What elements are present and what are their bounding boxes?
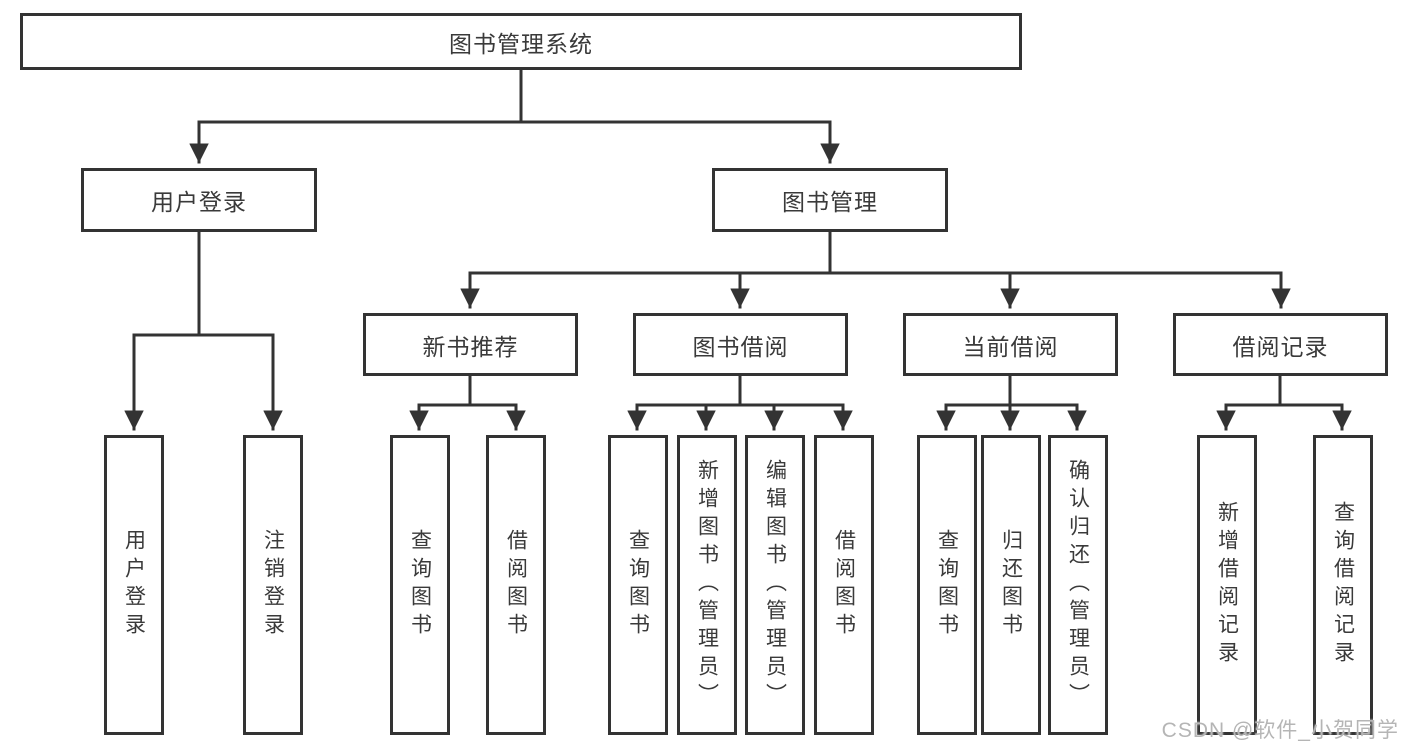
- leaf-borrow-books-recommend: 借阅图书: [486, 435, 546, 735]
- leaf-label: 借阅图书: [504, 529, 528, 641]
- csdn-watermark: CSDN @软件_小贺同学: [1161, 719, 1399, 742]
- leaf-label: 查询借阅记录: [1331, 501, 1355, 669]
- leaf-query-books-recommend: 查询图书: [390, 435, 450, 735]
- node-label: 图书管理: [782, 189, 878, 215]
- leaf-query-books-borrow: 查询图书: [608, 435, 668, 735]
- leaf-label: 归还图书: [999, 529, 1023, 641]
- leaf-user-login: 用户登录: [104, 435, 164, 735]
- leaf-add-books-admin: 新增图书（管理员）: [677, 435, 737, 735]
- leaf-label: 查询图书: [408, 529, 432, 641]
- node-label: 借阅记录: [1232, 333, 1329, 360]
- leaf-label: 确认归还（管理员）: [1066, 459, 1090, 711]
- leaf-label: 编辑图书（管理员）: [763, 459, 787, 711]
- leaf-label: 查询图书: [935, 529, 959, 641]
- node-library-management-system: 图书管理系统: [20, 13, 1022, 70]
- leaf-label: 注销登录: [261, 529, 285, 641]
- node-label: 用户登录: [151, 189, 247, 215]
- node-label: 图书借阅: [692, 333, 789, 360]
- node-book-borrow: 图书借阅: [633, 313, 848, 376]
- leaf-label: 借阅图书: [832, 529, 856, 641]
- node-label: 当前借阅: [962, 333, 1059, 360]
- node-label: 图书管理系统: [449, 30, 593, 57]
- leaf-logout: 注销登录: [243, 435, 303, 735]
- node-book-management: 图书管理: [712, 168, 948, 232]
- leaf-add-borrow-record: 新增借阅记录: [1197, 435, 1257, 735]
- leaf-label: 用户登录: [122, 529, 146, 641]
- leaf-query-books-current: 查询图书: [917, 435, 977, 735]
- node-label: 新书推荐: [422, 333, 519, 360]
- node-current-borrow: 当前借阅: [903, 313, 1118, 376]
- leaf-label: 新增图书（管理员）: [695, 459, 719, 711]
- leaf-confirm-return-admin: 确认归还（管理员）: [1048, 435, 1108, 735]
- leaf-label: 新增借阅记录: [1215, 501, 1239, 669]
- leaf-label: 查询图书: [626, 529, 650, 641]
- leaf-borrow-books: 借阅图书: [814, 435, 874, 735]
- node-borrow-records: 借阅记录: [1173, 313, 1388, 376]
- leaf-query-borrow-record: 查询借阅记录: [1313, 435, 1373, 735]
- node-new-book-recommend: 新书推荐: [363, 313, 578, 376]
- node-user-login: 用户登录: [81, 168, 317, 232]
- leaf-return-books: 归还图书: [981, 435, 1041, 735]
- leaf-edit-books-admin: 编辑图书（管理员）: [745, 435, 805, 735]
